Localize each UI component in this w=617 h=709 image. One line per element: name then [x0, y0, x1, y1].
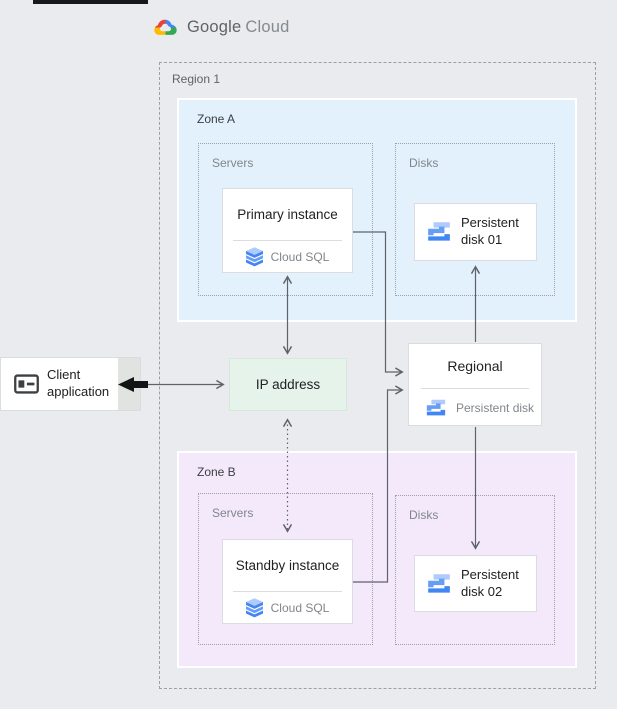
primary-instance-product: Cloud SQL [270, 250, 330, 264]
persistent-disk-01-label: Persistent disk 01 [461, 215, 519, 247]
standby-instance-title: Standby instance [235, 558, 340, 573]
zone-a-disks-label: Disks [409, 156, 439, 170]
card-divider [421, 388, 529, 389]
persistent-disk-02-card: Persistent disk 02 [414, 555, 537, 612]
primary-instance-title: Primary instance [237, 207, 338, 222]
client-application-card: Client application [0, 357, 141, 411]
brand-google: Google [187, 18, 242, 36]
persistent-disk-icon [426, 219, 452, 245]
region-label: Region 1 [172, 72, 221, 86]
client-application-icon [14, 374, 39, 394]
zone-b-servers-label: Servers [212, 506, 254, 520]
zone-b-label: Zone B [197, 465, 236, 479]
ip-address-box: IP address [229, 358, 347, 411]
brand-cloud: Cloud [245, 18, 290, 36]
persistent-disk-icon [425, 397, 447, 419]
primary-instance-card: Primary instance Cloud SQL [222, 188, 353, 273]
client-card-gray-strip [118, 358, 140, 410]
region-1-container: Region 1 [159, 62, 596, 689]
persistent-disk-icon [426, 571, 452, 597]
top-black-bar [33, 0, 148, 4]
regional-title: Regional [447, 358, 503, 374]
cloud-sql-icon [245, 247, 263, 267]
zone-b-disks-label: Disks [409, 508, 439, 522]
cloud-sql-icon [245, 598, 263, 618]
standby-instance-product: Cloud SQL [270, 601, 330, 615]
persistent-disk-01-card: Persistent disk 01 [414, 203, 537, 261]
persistent-disk-02-label: Persistent disk 02 [461, 566, 519, 599]
ip-address-label: IP address [255, 377, 321, 392]
zone-a-label: Zone A [197, 112, 236, 126]
standby-instance-card: Standby instance Cloud SQL [222, 539, 353, 624]
card-divider [233, 591, 342, 592]
regional-persistent-disk-card: Regional Persistent disk [408, 343, 542, 426]
zone-a-servers-label: Servers [212, 156, 254, 170]
google-cloud-logo-icon [152, 17, 179, 38]
client-application-label: Client application [47, 367, 110, 399]
card-divider [233, 240, 342, 241]
regional-subtitle: Persistent disk [456, 400, 535, 415]
